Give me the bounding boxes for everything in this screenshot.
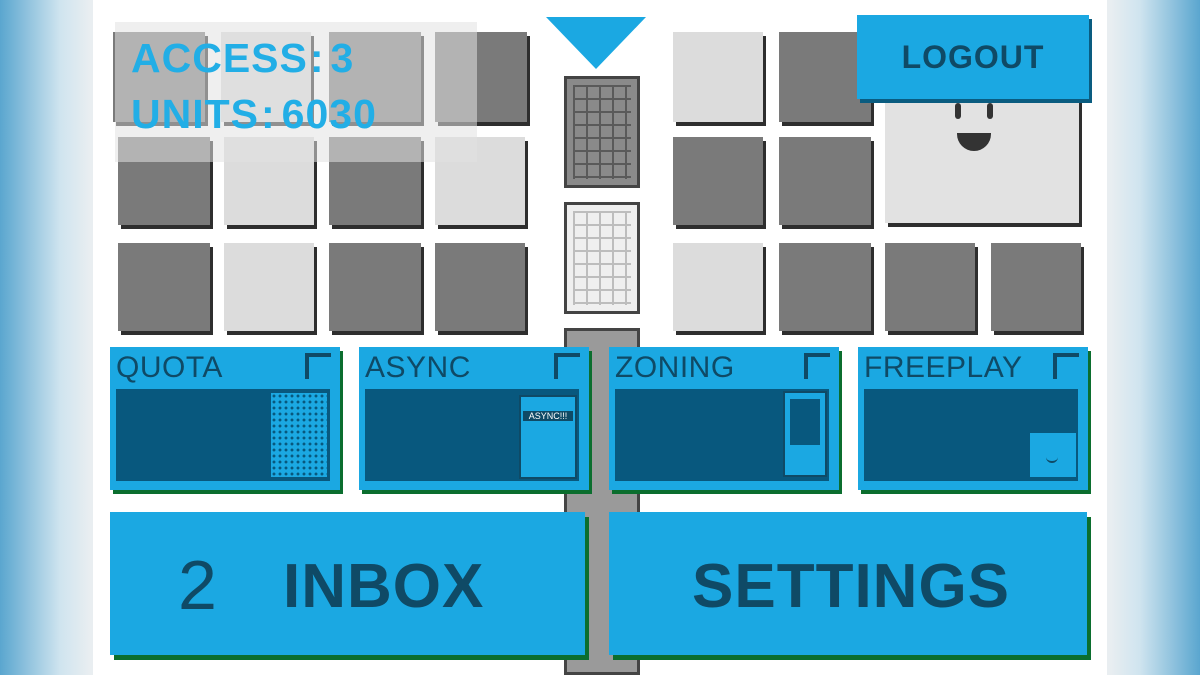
access-stat: ACCESS:3 xyxy=(131,38,354,79)
inbox-label: INBOX xyxy=(283,552,485,621)
inbox-button[interactable]: 2 INBOX xyxy=(110,512,585,655)
background-tile xyxy=(885,243,975,331)
face-eye xyxy=(987,103,993,119)
units-label: UNITS xyxy=(131,91,259,137)
background-tile xyxy=(435,243,525,331)
background-tile xyxy=(673,137,763,225)
background-tile xyxy=(779,137,871,225)
async-screen-icon: ASYNC!!! xyxy=(519,395,577,479)
level-strip-dark xyxy=(564,76,640,188)
mode-label: ZONING xyxy=(615,351,735,384)
selector-arrow-icon xyxy=(546,17,646,69)
face-mouth xyxy=(957,133,991,151)
stats-panel: ACCESS:3 UNITS:6030 xyxy=(115,22,477,162)
corner-bracket-icon xyxy=(305,353,331,379)
units-value: 6030 xyxy=(281,91,377,137)
mode-label: ASYNC xyxy=(365,351,471,384)
async-thumb-text: ASYNC!!! xyxy=(523,411,573,421)
mode-label: QUOTA xyxy=(116,351,223,384)
face-eye xyxy=(955,103,961,119)
mode-card-freeplay[interactable]: FREEPLAY xyxy=(858,347,1088,490)
corner-bracket-icon xyxy=(804,353,830,379)
smiley-block-icon xyxy=(1030,433,1076,477)
background-tile xyxy=(224,243,314,331)
game-screen: ACCESS:3 UNITS:6030 LOGOUT QUOTA ASYNC A… xyxy=(93,0,1107,675)
background-tile xyxy=(118,243,210,331)
settings-button[interactable]: SETTINGS xyxy=(609,512,1087,655)
background-tile xyxy=(673,32,763,122)
zoning-phone-screen xyxy=(790,399,820,445)
units-separator: : xyxy=(261,91,276,137)
mode-preview xyxy=(116,389,330,481)
background-tile xyxy=(779,243,871,331)
logout-button[interactable]: LOGOUT xyxy=(857,15,1089,99)
corner-bracket-icon xyxy=(554,353,580,379)
access-separator: : xyxy=(309,35,325,81)
mode-card-async[interactable]: ASYNC ASYNC!!! xyxy=(359,347,589,490)
inbox-count: 2 xyxy=(178,546,217,624)
mode-label: FREEPLAY xyxy=(864,351,1023,384)
background-tile xyxy=(673,243,763,331)
mode-preview: ASYNC!!! xyxy=(365,389,579,481)
smiley-face-icon xyxy=(885,95,1079,223)
level-strip-light xyxy=(564,202,640,314)
dot-grid-icon xyxy=(271,393,327,477)
background-tile xyxy=(779,32,871,122)
access-label: ACCESS xyxy=(131,35,308,81)
mode-preview xyxy=(864,389,1078,481)
mode-card-quota[interactable]: QUOTA xyxy=(110,347,340,490)
access-value: 3 xyxy=(330,35,355,81)
zoning-phone-icon xyxy=(783,391,827,477)
background-tile xyxy=(329,243,421,331)
units-stat: UNITS:6030 xyxy=(131,94,377,135)
mode-card-zoning[interactable]: ZONING xyxy=(609,347,839,490)
block-mouth xyxy=(1046,455,1058,463)
background-tile xyxy=(991,243,1081,331)
settings-label: SETTINGS xyxy=(692,552,1011,621)
mode-preview xyxy=(615,389,829,481)
corner-bracket-icon xyxy=(1053,353,1079,379)
